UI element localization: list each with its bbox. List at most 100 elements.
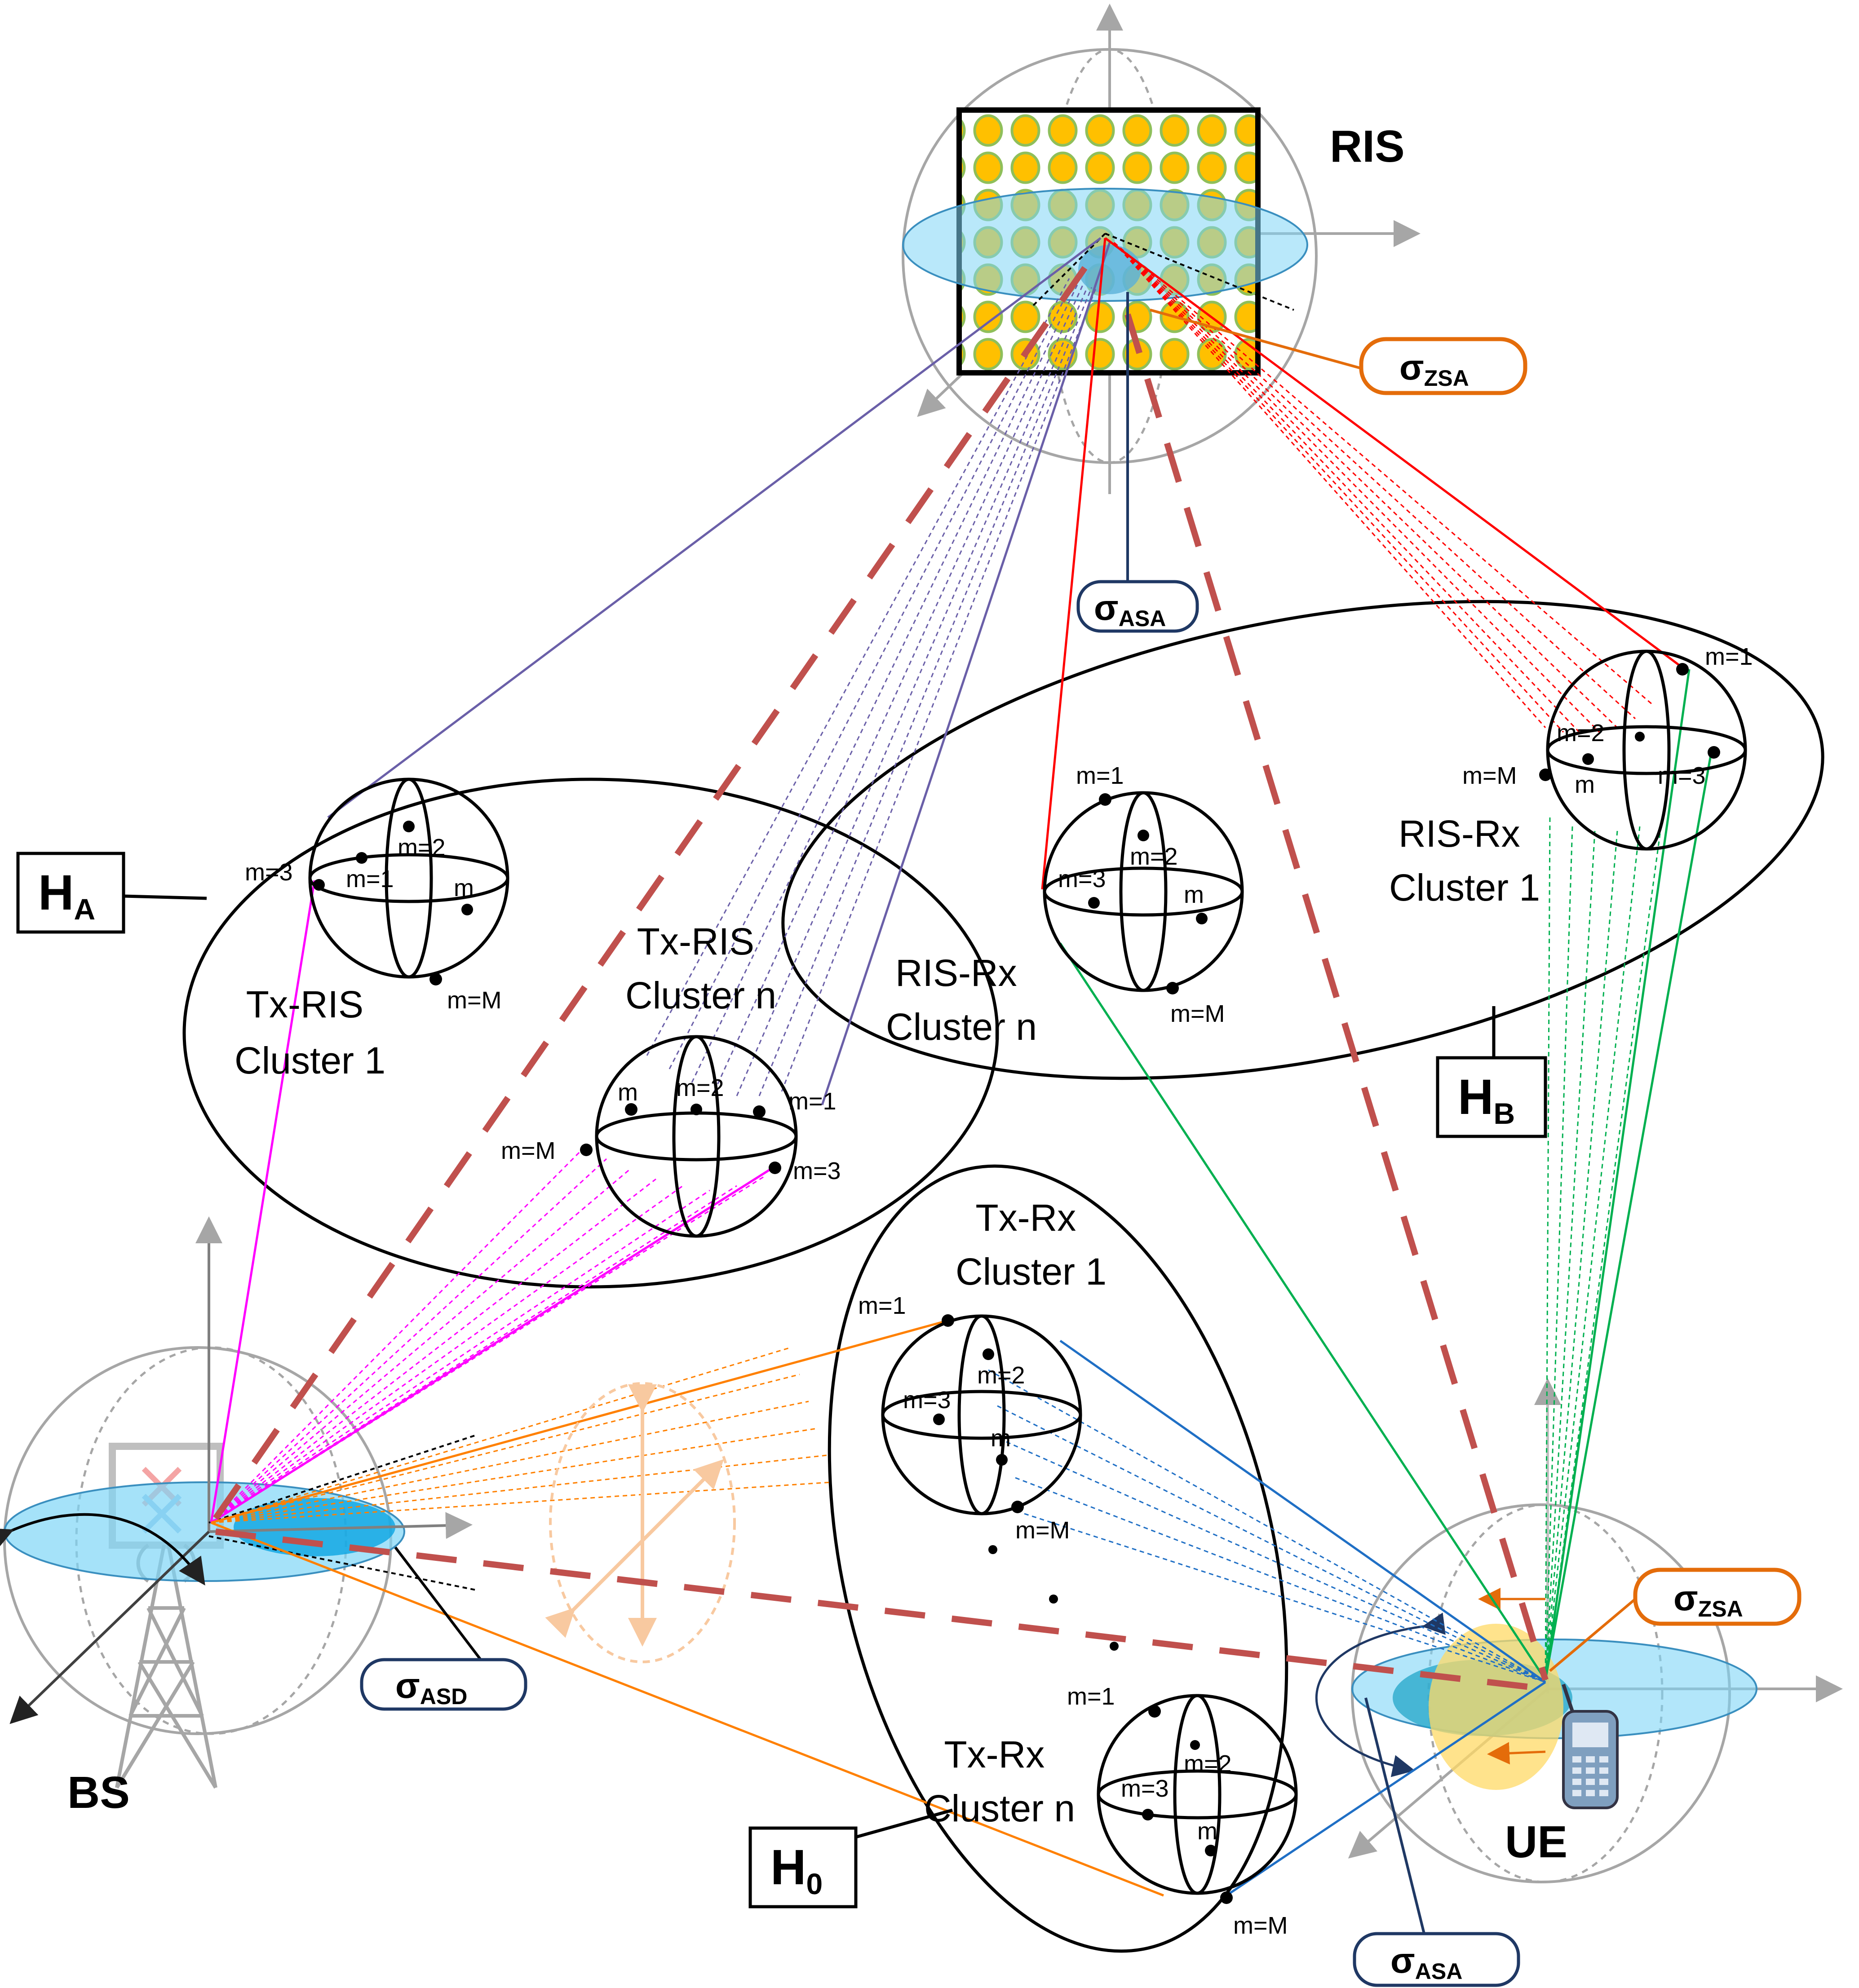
callout-asa-ris: σASA xyxy=(1076,292,1199,633)
scatterer-label: m xyxy=(618,1079,638,1106)
scatterer-label: m=M xyxy=(501,1137,556,1164)
scatterer-label: m xyxy=(1184,881,1204,908)
sigma-subscript: ASA xyxy=(1415,1959,1463,1984)
hb-cluster-region xyxy=(781,600,1824,1080)
channel-label-main: H xyxy=(770,1840,806,1895)
bs-label: BS xyxy=(67,1767,130,1818)
sigma-subscript: ASA xyxy=(1119,606,1166,631)
scatterer-label: m xyxy=(991,1425,1011,1452)
scatterer-label: m=3 xyxy=(793,1157,841,1184)
sigma-symbol: σ xyxy=(1673,1578,1698,1618)
sigma-asd-bs: σASD xyxy=(395,1666,467,1709)
scatterer-label: m=2 xyxy=(977,1362,1025,1389)
cluster-label-line: Cluster 1 xyxy=(956,1250,1107,1293)
cluster-label-tx-rx-n: Tx-Rx Cluster n xyxy=(924,1733,1075,1829)
callout-asa-ue: σASA xyxy=(1353,1697,1520,1987)
scatterer-label: m=M xyxy=(1462,762,1517,789)
ris-label: RIS xyxy=(1330,121,1405,172)
channel-label-ha: HA xyxy=(38,865,95,926)
cluster-label-line: Cluster n xyxy=(625,974,776,1016)
sphere-tx-ris-n xyxy=(595,1035,798,1238)
cluster-label-line: Cluster 1 xyxy=(235,1039,385,1082)
cluster-label-line: Cluster n xyxy=(886,1006,1037,1048)
scatterer-label: m=3 xyxy=(903,1387,951,1414)
cluster-label-line: Cluster 1 xyxy=(1389,866,1540,909)
sigma-subscript: ZSA xyxy=(1698,1596,1743,1621)
scatterer-label: m=1 xyxy=(788,1088,837,1115)
ris-to-ris-rx-links xyxy=(1041,237,1686,890)
cluster-label-ris-rx-1: RIS-Rx Cluster 1 xyxy=(1389,813,1540,909)
sigma-asa-ris: σASA xyxy=(1094,588,1166,631)
channel-box-hb: HB xyxy=(1436,1006,1547,1138)
cluster-label-line: Tx-RIS xyxy=(637,920,754,963)
channel-label-sub: B xyxy=(1493,1097,1515,1130)
callout-zsa-ris: σZSA xyxy=(1150,309,1527,395)
scatterer-label: m=M xyxy=(447,987,502,1014)
cluster-label-line: Tx-Rx xyxy=(975,1197,1076,1239)
scatterer-label: m=1 xyxy=(858,1292,906,1319)
channel-label-sub: 0 xyxy=(806,1867,823,1900)
channel-label-h0: H0 xyxy=(770,1840,823,1900)
scatterer-label: m=M xyxy=(1233,1912,1288,1939)
sphere-tx-rx-1 xyxy=(881,1314,1082,1515)
cluster-label-line: Cluster n xyxy=(924,1787,1075,1829)
scatterer-label: m=M xyxy=(1015,1517,1070,1544)
sigma-subscript: ASD xyxy=(420,1684,468,1709)
sigma-asa-ue: σASA xyxy=(1390,1940,1462,1984)
scatterer-label: m xyxy=(1575,771,1595,798)
ha-cluster-region xyxy=(182,778,999,1289)
sphere-tx-rx-n xyxy=(1097,1694,1298,1895)
tx-ris-to-ris-links xyxy=(327,237,1111,1105)
cluster-label-ris-rx-n: RIS-Rx Cluster n xyxy=(886,952,1037,1048)
scatterer-label: m=M xyxy=(1170,1000,1225,1027)
callout-zsa-ue: σZSA xyxy=(1549,1568,1801,1672)
scatterer-label: m=3 xyxy=(1658,762,1706,789)
phone-icon xyxy=(1562,1683,1619,1809)
ris-rx-to-ue-links xyxy=(1059,669,1713,1681)
bs-to-tx-ris-links xyxy=(210,880,774,1524)
sigma-symbol: σ xyxy=(1390,1940,1415,1980)
ue-label: UE xyxy=(1505,1817,1567,1867)
channel-label-sub: A xyxy=(74,892,95,926)
scatterer-label: m=3 xyxy=(1121,1775,1169,1802)
channel-label-main: H xyxy=(38,865,74,920)
scatterer-label: m xyxy=(454,875,474,901)
channel-box-h0: H0 xyxy=(748,1808,953,1908)
sigma-symbol: σ xyxy=(1399,347,1424,387)
scatterer-label: m=1 xyxy=(1705,643,1753,670)
scatterer-label: m=3 xyxy=(1058,866,1106,892)
channel-label-main: H xyxy=(1458,1069,1493,1125)
cluster-label-line: Tx-Rx xyxy=(944,1733,1045,1776)
scatterer-label: m=2 xyxy=(1130,843,1178,870)
channel-box-ha: HA xyxy=(16,852,207,934)
scatterer-label: m=1 xyxy=(1076,762,1124,789)
scatterer-points xyxy=(313,663,1720,1904)
cluster-label-tx-ris-n: Tx-RIS Cluster n xyxy=(625,920,776,1016)
scatterer-label: m=2 xyxy=(676,1074,724,1101)
scatterer-label: m=2 xyxy=(1557,720,1605,747)
scatterer-label: m=1 xyxy=(1067,1683,1115,1710)
ue-node: UE xyxy=(1315,1378,1843,1883)
callout-asd-bs: σASD xyxy=(360,1546,527,1711)
scatterer-label: m=1 xyxy=(346,866,394,892)
scatterer-label: m=2 xyxy=(398,834,446,861)
sphere-ris-rx-1 xyxy=(1546,649,1747,851)
sigma-symbol: σ xyxy=(1094,588,1119,627)
cluster-label-tx-rx-1: Tx-Rx Cluster 1 xyxy=(956,1197,1107,1293)
bs-to-tx-rx-links xyxy=(211,1319,1164,1897)
scatterer-label: m=3 xyxy=(245,859,293,886)
sigma-zsa-ris: σZSA xyxy=(1399,347,1469,391)
ris-node: RIS xyxy=(902,4,1421,494)
sigma-symbol: σ xyxy=(395,1666,420,1705)
sphere-tx-ris-1 xyxy=(308,778,509,979)
sigma-zsa-ue: σZSA xyxy=(1673,1578,1743,1621)
cluster-label-tx-ris-1: Tx-RIS Cluster 1 xyxy=(235,983,385,1082)
los-links xyxy=(213,250,1549,1692)
cluster-label-line: RIS-Rx xyxy=(895,952,1017,994)
cluster-label-line: RIS-Rx xyxy=(1399,813,1520,855)
bs-node: BS xyxy=(0,1216,477,1818)
scatterer-label: m xyxy=(1197,1818,1217,1845)
sigma-subscript: ZSA xyxy=(1424,366,1469,391)
scatterer-label: m=2 xyxy=(1184,1750,1232,1777)
